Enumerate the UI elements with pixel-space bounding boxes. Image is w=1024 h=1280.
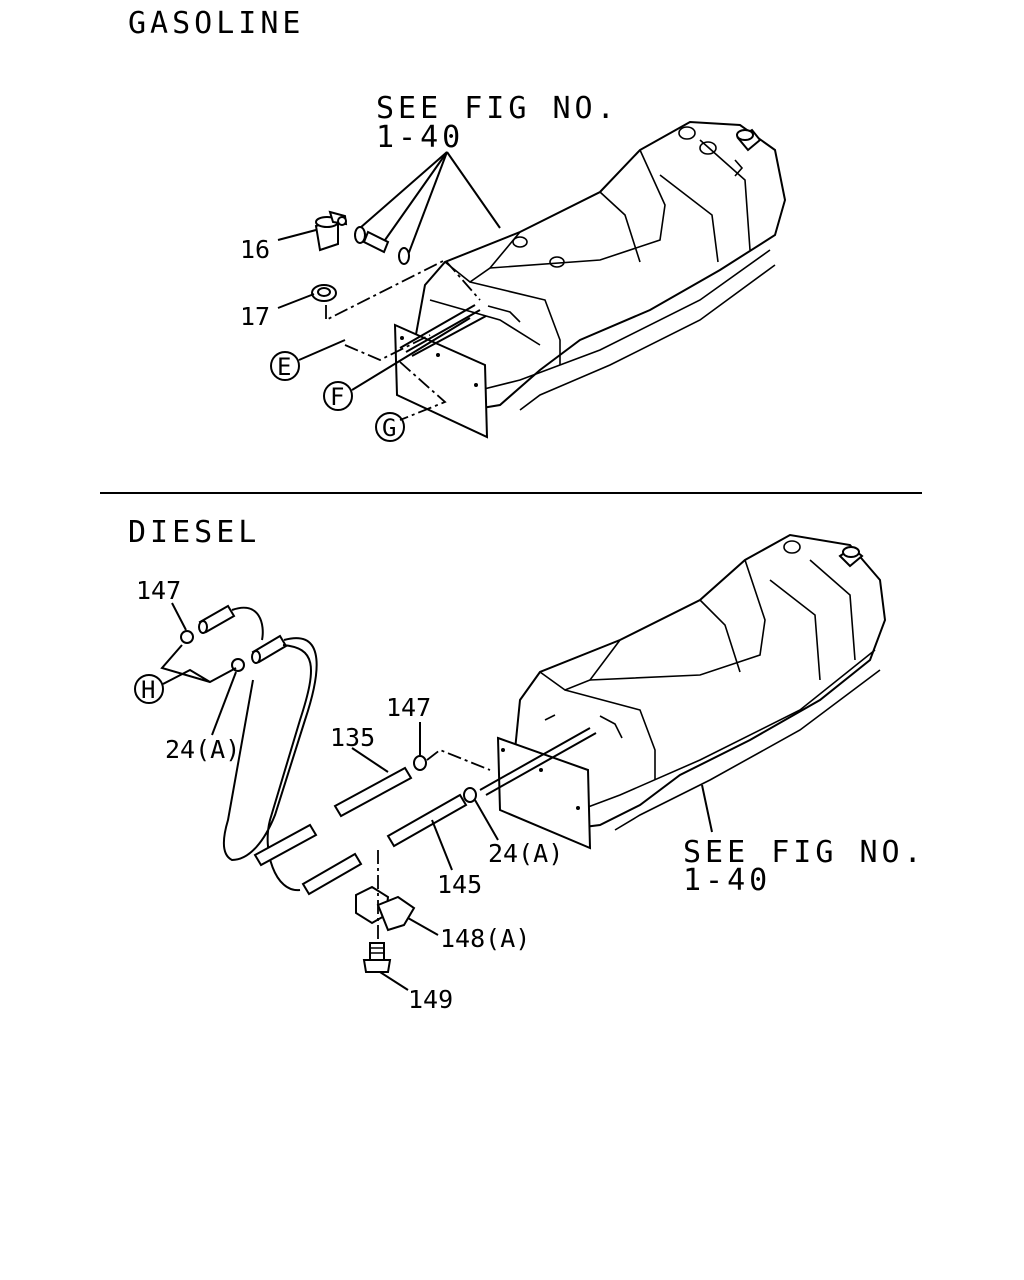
connector-h: H xyxy=(134,674,164,704)
gasoline-hose-and-clamps xyxy=(354,226,410,265)
callout-147a-leader xyxy=(171,602,187,631)
gasoline-see-fig-number: 1-40 xyxy=(376,120,464,155)
callout-16-leader xyxy=(277,229,317,241)
gasoline-pipes xyxy=(399,304,487,357)
part-148a-bracket xyxy=(355,885,416,932)
callout-148a: 148(A) xyxy=(440,924,530,953)
svg-text:H: H xyxy=(141,676,155,704)
part-16-fuel-filter xyxy=(314,210,348,252)
callout-16: 16 xyxy=(240,235,270,264)
callout-149: 149 xyxy=(408,985,453,1014)
callout-24a-leader xyxy=(211,671,237,736)
gasoline-see-fig-leaders xyxy=(359,151,501,256)
part-145-hose xyxy=(301,793,468,896)
part-135-hose xyxy=(253,766,413,867)
svg-text:F: F xyxy=(330,383,344,411)
part-147-clamp xyxy=(413,755,427,771)
gasoline-section-title: GASOLINE xyxy=(128,6,305,41)
diesel-see-fig-number: 1-40 xyxy=(683,863,771,898)
callout-147b: 147 xyxy=(386,693,431,722)
diesel-section-title: DIESEL xyxy=(128,515,260,550)
diesel-pipes xyxy=(479,727,597,796)
diesel-fuel-tank xyxy=(513,533,887,832)
connector-f: F xyxy=(323,381,353,411)
callout-24a-left: 24(A) xyxy=(165,735,240,764)
callout-147a: 147 xyxy=(136,576,181,605)
callout-145-leader xyxy=(431,819,453,871)
callout-149-leader xyxy=(379,971,409,991)
diesel-return-hoses xyxy=(180,604,288,672)
gasoline-see-fig-label: SEE FIG NO. xyxy=(376,91,619,126)
gasoline-fuel-tank xyxy=(413,120,787,412)
part-149-bolt xyxy=(362,942,392,973)
part-24a-clamp xyxy=(463,787,477,803)
diesel-hose-loop xyxy=(222,606,318,892)
connector-g: G xyxy=(375,412,405,442)
callout-148a-leader xyxy=(407,917,439,936)
callout-24a-right: 24(A) xyxy=(488,839,563,868)
diesel-see-fig-label: SEE FIG NO. xyxy=(683,835,926,870)
diesel-mounting-bracket xyxy=(496,736,592,850)
callout-17: 17 xyxy=(240,302,270,331)
callout-145: 145 xyxy=(437,870,482,899)
part-17-grommet xyxy=(311,284,337,302)
callout-135-leader xyxy=(351,747,389,773)
connector-e: E xyxy=(270,351,300,381)
svg-text:G: G xyxy=(382,414,396,442)
svg-text:E: E xyxy=(277,353,291,381)
callout-24a-right-leader xyxy=(474,799,499,841)
callout-17-leader xyxy=(277,293,315,309)
callout-135: 135 xyxy=(330,723,375,752)
